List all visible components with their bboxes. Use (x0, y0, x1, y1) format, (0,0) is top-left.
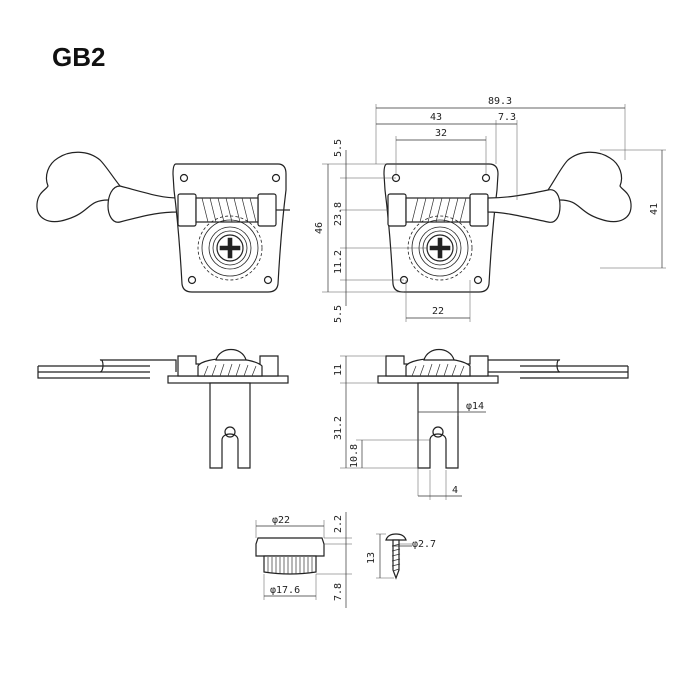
screw-hole-top-right (271, 173, 281, 183)
key-shaft-left (107, 185, 179, 223)
tuner-key-right (547, 151, 632, 223)
side-view-left (37, 348, 289, 469)
key-shaft-right (487, 189, 561, 223)
base-plate-left (172, 163, 287, 293)
bushing-body (263, 555, 317, 575)
worm-bushing-right (257, 193, 277, 227)
worm-bushing-left-r (387, 193, 407, 227)
dim-housing-height: 11 (333, 364, 344, 376)
dim-overall-length: 89.3 (488, 96, 512, 107)
worm-threads-right (411, 197, 467, 223)
base-plate-right (383, 163, 499, 293)
front-view-left (36, 151, 290, 293)
screw-head (385, 533, 407, 541)
dim-top-margin: 5.5 (333, 139, 344, 157)
mounting-screw: 13 φ2.7 (366, 533, 436, 580)
key-side-left (37, 365, 150, 379)
dim-bushing-diameter: φ22 (272, 515, 290, 526)
front-view-right (383, 151, 632, 293)
dim-key-height: 41 (649, 203, 660, 215)
dim-hole-spacing-bottom: 22 (432, 306, 444, 317)
dim-hole-spacing-top: 32 (435, 128, 447, 139)
worm-bushing-right-r (469, 193, 489, 227)
worm-bushing-left (177, 193, 197, 227)
bushing-view: φ22 φ17.6 2.2 7.8 (255, 512, 352, 608)
dim-worm-height: 23.8 (333, 202, 344, 226)
model-title: GB2 (52, 42, 105, 72)
side-view-right: 11 31.2 10.8 φ14 4 (333, 348, 629, 500)
plate-side-left (167, 375, 289, 384)
dim-bushing-inner-diameter: φ17.6 (270, 585, 300, 596)
dim-plate-width: 43 (430, 112, 442, 123)
crown-gear-left (197, 215, 263, 281)
dim-plate-height: 46 (314, 222, 325, 234)
dim-bushing-flange: 2.2 (333, 515, 344, 533)
dimension-lines-front: 89.3 43 7.3 32 46 5.5 23.8 11.2 5.5 22 4… (314, 96, 666, 323)
dim-post-length: 31.2 (333, 416, 344, 440)
dim-post-diameter: φ14 (466, 401, 484, 412)
dim-screw-length: 13 (366, 552, 377, 564)
string-post-left (209, 382, 251, 469)
bushing-flange (255, 537, 325, 557)
dim-shaft-offset: 7.3 (498, 112, 516, 123)
screw-hole-top-right-r (481, 173, 491, 183)
dim-bushing-height: 7.8 (333, 583, 344, 601)
string-post-right (417, 382, 459, 469)
plate-side-right (377, 375, 499, 384)
screw-hole-top-left (179, 173, 189, 183)
dim-bottom-margin: 5.5 (333, 305, 344, 323)
dim-slot-depth: 10.8 (349, 444, 360, 468)
tuner-key-left (36, 151, 121, 223)
dim-screw-diameter: φ2.7 (412, 539, 436, 550)
worm-threads-left (201, 197, 257, 223)
dim-slot-width: 4 (452, 485, 458, 496)
screw-hole-bottom-left (187, 275, 197, 285)
dim-gear-offset: 11.2 (333, 250, 344, 274)
screw-hole-bottom-right (263, 275, 273, 285)
screw-hole-bottom-right-r (473, 275, 483, 285)
worm-gear-right (405, 197, 471, 223)
